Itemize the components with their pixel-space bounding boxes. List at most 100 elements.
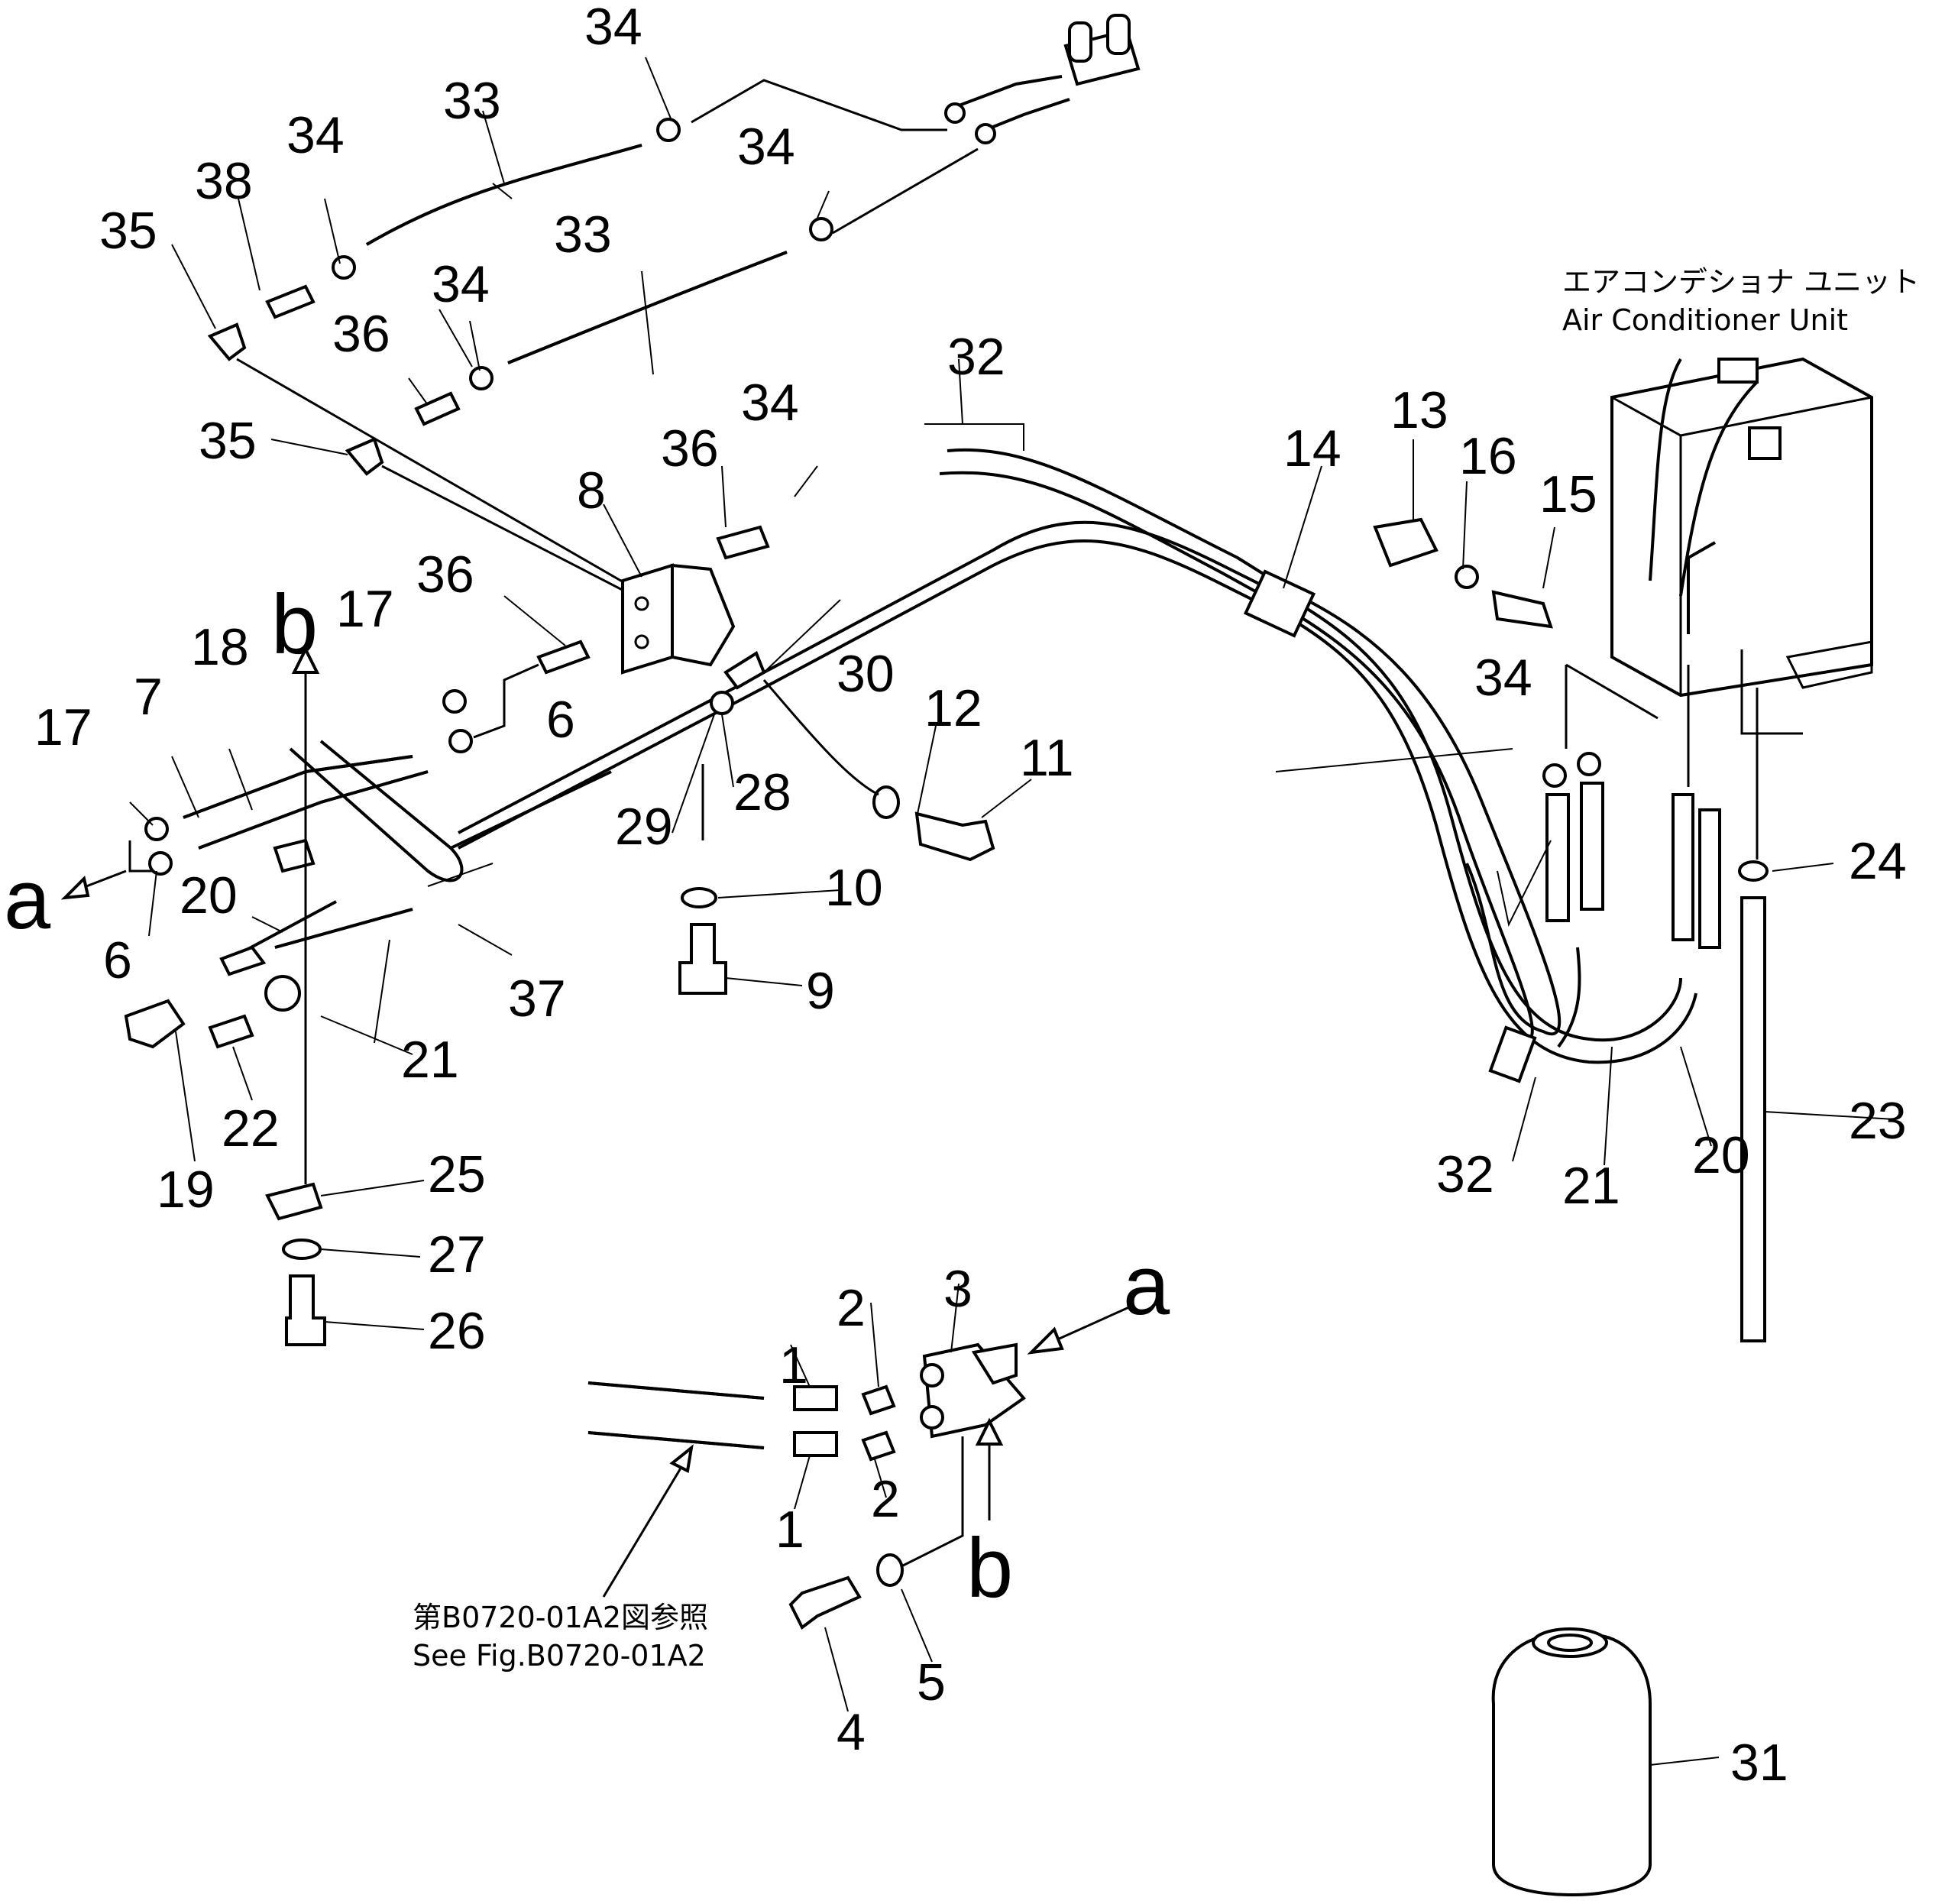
clamp-34-right2-icon bbox=[1577, 752, 1601, 776]
bracket-8 bbox=[621, 563, 736, 675]
label-34-top: 34 bbox=[584, 0, 642, 56]
label-35-upper: 35 bbox=[99, 202, 157, 260]
label-32-top: 32 bbox=[947, 328, 1005, 386]
leader-top-2 bbox=[832, 147, 979, 235]
hose-end-right-icon bbox=[1580, 782, 1604, 911]
view-a-left-label: a bbox=[4, 853, 51, 947]
fitting-22-icon bbox=[208, 1014, 254, 1049]
hose-33-upper bbox=[365, 144, 642, 246]
label-11: 11 bbox=[1020, 729, 1074, 787]
clamp-6-mid-icon bbox=[448, 729, 473, 753]
clamp-34-right-icon bbox=[1542, 763, 1567, 788]
view-b-arrowhead-icon bbox=[291, 646, 320, 674]
label-34-far-right: 34 bbox=[1474, 649, 1532, 707]
elbow-35-lower-icon bbox=[345, 437, 384, 476]
label-29: 29 bbox=[615, 798, 673, 856]
inset-a-arrow-line bbox=[1053, 1305, 1131, 1342]
leader-lines bbox=[129, 57, 1895, 1766]
leader-35b-line bbox=[381, 465, 635, 597]
label-1-lower: 1 bbox=[775, 1501, 804, 1559]
bolt-9-icon bbox=[678, 923, 727, 995]
hose-end-left-icon bbox=[1545, 793, 1570, 922]
label-21-left: 21 bbox=[401, 1031, 459, 1089]
leader-17-6-left bbox=[128, 840, 153, 873]
clip-28-icon bbox=[710, 691, 734, 715]
label-21-right: 21 bbox=[1562, 1157, 1620, 1215]
clip-left-icon bbox=[273, 838, 316, 873]
air-conditioner-unit bbox=[1610, 357, 1873, 735]
leader-35-line bbox=[236, 358, 635, 590]
label-22: 22 bbox=[222, 1099, 280, 1158]
label-36-left: 36 bbox=[332, 305, 390, 363]
label-6-mid: 6 bbox=[546, 691, 575, 749]
inset-a-arrowhead-icon bbox=[1027, 1326, 1064, 1355]
ref-arrowhead-icon bbox=[669, 1444, 694, 1473]
label-10: 10 bbox=[825, 859, 883, 917]
top-valve-assembly bbox=[944, 14, 1141, 144]
label-37: 37 bbox=[508, 970, 566, 1028]
washer-5-icon bbox=[876, 1553, 904, 1587]
label-1-upper: 1 bbox=[779, 1336, 808, 1394]
label-5: 5 bbox=[917, 1653, 946, 1711]
label-13: 13 bbox=[1390, 381, 1448, 439]
label-26: 26 bbox=[428, 1302, 486, 1360]
label-34-left: 34 bbox=[286, 106, 345, 164]
coupler-19-icon bbox=[124, 999, 186, 1049]
washer-12-icon bbox=[872, 785, 900, 819]
unit-label-jp: エアコンデショナ ユニット bbox=[1562, 265, 1920, 299]
label-20-right: 20 bbox=[1692, 1126, 1750, 1184]
unit-label-en: Air Conditioner Unit bbox=[1562, 303, 1848, 337]
bolt-11-icon bbox=[914, 811, 995, 862]
nut-21-icon bbox=[264, 975, 301, 1012]
label-33-lower: 33 bbox=[554, 206, 612, 264]
hose-20-end-icon bbox=[1672, 793, 1694, 941]
drain-tube-23-icon bbox=[1740, 896, 1766, 1342]
label-36-mid: 36 bbox=[661, 419, 719, 478]
label-7: 7 bbox=[134, 668, 163, 726]
clip-30-icon bbox=[723, 651, 766, 690]
label-15: 15 bbox=[1539, 465, 1597, 523]
label-31: 31 bbox=[1730, 1734, 1788, 1792]
fitting-38-icon bbox=[265, 284, 316, 319]
leader-17-6-mid bbox=[473, 663, 539, 739]
fitting-20-icon bbox=[219, 945, 267, 976]
label-34-center: 34 bbox=[741, 374, 799, 432]
clamp-6-left-icon bbox=[148, 851, 173, 876]
clamp-24-icon bbox=[1738, 860, 1769, 882]
label-28: 28 bbox=[733, 763, 791, 821]
label-32-bottom: 32 bbox=[1436, 1145, 1494, 1203]
label-30: 30 bbox=[837, 645, 895, 703]
clamp-17-mid-icon bbox=[442, 689, 467, 714]
view-b-top-label: b bbox=[271, 578, 318, 672]
washer-27-icon bbox=[282, 1239, 322, 1260]
fitting-36-left-icon bbox=[536, 640, 591, 675]
label-16: 16 bbox=[1459, 427, 1517, 485]
label-27: 27 bbox=[428, 1226, 486, 1284]
label-33-upper: 33 bbox=[443, 72, 501, 130]
label-20-left: 20 bbox=[180, 866, 238, 924]
detail-inset bbox=[587, 1342, 1026, 1572]
bolt-15-icon bbox=[1491, 590, 1553, 629]
label-3: 3 bbox=[943, 1260, 972, 1318]
label-2-upper: 2 bbox=[837, 1279, 866, 1337]
label-6-left: 6 bbox=[103, 931, 132, 989]
fitting-36-icon bbox=[414, 391, 461, 426]
label-19: 19 bbox=[157, 1161, 215, 1219]
hose-33-lower bbox=[507, 251, 788, 364]
label-8: 8 bbox=[577, 461, 606, 520]
elbow-35-upper-icon bbox=[207, 322, 247, 361]
view-a-inset-label: a bbox=[1123, 1239, 1170, 1332]
view-b-inset-label: b bbox=[966, 1521, 1013, 1615]
label-23: 23 bbox=[1849, 1092, 1907, 1150]
canister-31 bbox=[1491, 1627, 1652, 1897]
hose-bundle-32 bbox=[458, 448, 1697, 1064]
view-a-arrowhead-icon bbox=[60, 876, 90, 900]
label-24: 24 bbox=[1849, 832, 1907, 890]
label-2-lower: 2 bbox=[871, 1470, 900, 1528]
sleeve-32-icon bbox=[1488, 1025, 1537, 1083]
fitting-36-mid-icon bbox=[716, 525, 770, 560]
label-38: 38 bbox=[195, 152, 253, 210]
label-36-lower: 36 bbox=[416, 546, 474, 604]
part-labels: 1 1 2 2 3 4 5 6 6 7 8 9 10 11 12 13 14 1… bbox=[34, 0, 1907, 1792]
label-14: 14 bbox=[1283, 419, 1341, 478]
